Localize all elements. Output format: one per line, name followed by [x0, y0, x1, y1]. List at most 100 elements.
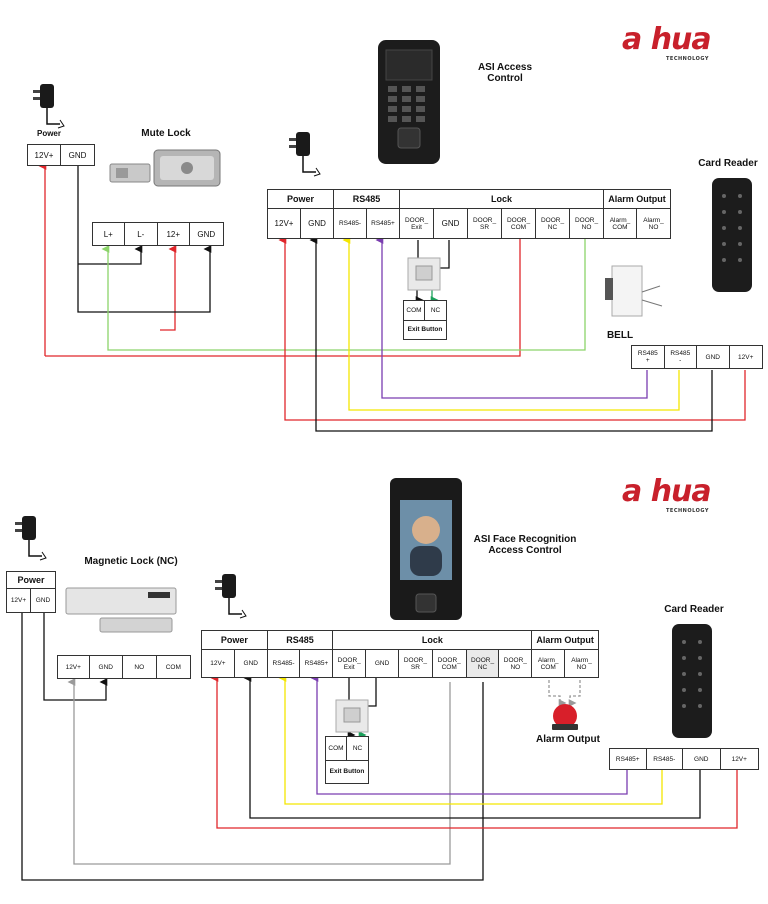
terminal-rs485-plus: RS485+ — [610, 749, 647, 769]
wire-top-lock12-red — [160, 245, 177, 331]
terminal-l-plus: L+ — [93, 223, 125, 245]
terminal-12v: 12V+ — [28, 145, 62, 165]
power-adapter-icon — [289, 132, 321, 177]
wire-top-gnd-black — [309, 236, 713, 432]
terminal-gnd: GND — [301, 209, 334, 238]
terminal-no: NO — [123, 656, 157, 678]
group-alarm-output: Alarm Output — [608, 194, 666, 204]
terminal-door-exit: DOOR_ Exit — [400, 209, 434, 238]
terminal-rs485-minus: RS485- — [334, 209, 367, 238]
bell-device — [605, 265, 663, 317]
power-title: Power — [36, 129, 61, 138]
terminal-com: COM — [404, 301, 426, 320]
wire-bot-gnd-black — [243, 674, 701, 819]
face-recognition-device — [390, 478, 462, 620]
card-reader-terminal-block: RS485 + RS485 - GND 12V+ — [631, 345, 763, 369]
wire-top-doorcom-red — [45, 238, 521, 357]
terminal-door-nc: DOOR_ NC — [466, 650, 500, 677]
terminal-gnd: GND — [68, 150, 87, 160]
brand-logo: a hua TECHNOLOGY — [622, 474, 712, 514]
terminal-12v: 12V+ — [268, 209, 301, 238]
card-reader-terminal-block: RS485+ RS485- GND 12V+ — [609, 748, 759, 770]
terminal-12v: 12V+ — [738, 353, 754, 361]
terminal-com: COM — [326, 737, 348, 760]
terminal-12v: 12V+ — [731, 755, 747, 763]
power-title: Power — [17, 575, 45, 585]
terminal-door-nc: DOOR_ NC — [536, 209, 570, 238]
terminal-alarm-com: Alarm_ COM — [532, 650, 566, 677]
wire-bot-rs485m-yellow — [278, 674, 663, 805]
controller-terminal-block: Power RS485 Lock Alarm Output 12V+ GND R… — [201, 630, 599, 678]
device-title: ASI Access Control — [477, 62, 533, 84]
terminal-12v: 12V+ — [202, 650, 235, 677]
wire-bot-12v-red — [210, 674, 738, 829]
device-title: ASI Face Recognition Access Control — [473, 534, 577, 556]
terminal-gnd: GND — [434, 209, 468, 238]
magnetic-lock-title: Magnetic Lock (NC) — [84, 556, 178, 567]
wire-top-rs485p-purple — [375, 236, 648, 399]
terminal-gnd: GND — [235, 650, 268, 677]
power-adapter-icon — [215, 574, 247, 619]
terminal-alarm-no: Alarm_ NO — [571, 656, 592, 671]
terminal-door-no: DOOR_ NO — [499, 650, 533, 677]
terminal-gnd: GND — [366, 650, 399, 677]
terminal-nc: NC — [352, 744, 363, 752]
mute-lock-title: Mute Lock — [141, 128, 191, 139]
terminal-gnd: GND — [197, 229, 216, 239]
group-lock: Lock — [333, 631, 533, 649]
terminal-rs485-minus: RS485- — [268, 650, 301, 677]
group-power: Power — [202, 631, 268, 649]
asi-access-control-device — [378, 40, 440, 164]
card-reader-device — [672, 624, 712, 738]
terminal-rs485-plus: RS485+ — [367, 209, 400, 238]
terminal-l-minus: L- — [125, 223, 158, 245]
wire-top-rs485m-yellow — [342, 236, 680, 411]
terminal-gnd: GND — [90, 656, 124, 678]
wire-top-12v-red — [278, 236, 746, 421]
wire-bot-alarmno — [568, 680, 581, 707]
mute-lock-terminal-block: L+ L- 12+ GND — [92, 222, 224, 246]
alarm-output-title: Alarm Output — [536, 734, 600, 745]
terminal-rs485-plus: RS485+ — [300, 650, 334, 677]
group-rs485: RS485 — [268, 631, 334, 649]
group-power: Power — [268, 190, 334, 208]
terminal-12v: 12V+ — [58, 656, 90, 678]
wire-top-lplus-green — [101, 238, 586, 351]
terminal-rs485-plus: RS485 + — [632, 346, 665, 368]
magnetic-lock-icon — [65, 587, 177, 633]
terminal-rs485-minus: RS485- — [647, 749, 684, 769]
exit-button-device — [407, 257, 441, 291]
card-reader-title: Card Reader — [664, 604, 724, 615]
terminal-door-sr: DOOR_ SR — [468, 209, 502, 238]
terminal-nc: NC — [430, 306, 441, 314]
wire-bot-maggnd-black — [43, 612, 108, 701]
terminal-door-no: DOOR_ NO — [570, 209, 604, 238]
terminal-door-exit: DOOR_ Exit — [333, 650, 367, 677]
terminal-door-com: DOOR_ COM — [433, 650, 467, 677]
power-adapter-icon — [15, 516, 47, 561]
group-alarm-output: Alarm Output — [536, 635, 594, 645]
alarm-siren-icon — [552, 704, 578, 730]
terminal-gnd: GND — [683, 749, 721, 769]
terminal-door-sr: DOOR_ SR — [399, 650, 433, 677]
card-reader-device — [712, 178, 752, 292]
terminal-alarm-com: Alarm_ COM — [604, 209, 637, 238]
power-adapter-icon — [33, 84, 65, 129]
terminal-gnd: GND — [697, 346, 730, 368]
bell-title: BELL — [606, 330, 634, 341]
terminal-alarm-no: Alarm_ NO — [643, 216, 664, 231]
power-terminal-block: Power 12V+ GND — [6, 571, 56, 613]
wire-bot-12v-black — [21, 612, 484, 881]
exit-button-terminal-block: COM NC Exit Button — [403, 300, 447, 340]
exit-button-title: Exit Button — [407, 326, 443, 334]
wire-bot-rs485p-purple — [310, 674, 628, 795]
exit-button-terminal-block: COM NC Exit Button — [325, 736, 369, 784]
power-terminal-block: 12V+ GND — [27, 144, 95, 166]
terminal-door-com: DOOR_ COM — [502, 209, 536, 238]
terminal-gnd: GND — [35, 597, 51, 604]
magnetic-lock-terminal-block: 12V+ GND NO COM — [57, 655, 191, 679]
controller-terminal-block: Power RS485 Lock Alarm Output 12V+ GND R… — [267, 189, 671, 239]
wire-top-lockgnd-black — [77, 166, 212, 313]
wire-bot-alarmcom — [548, 680, 567, 707]
